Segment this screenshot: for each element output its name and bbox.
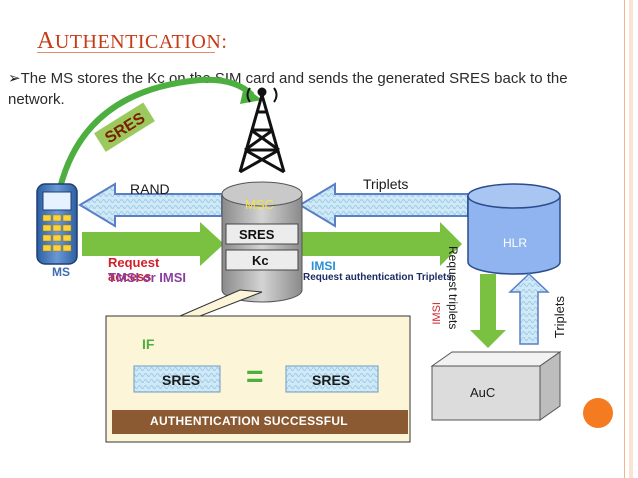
- slide-right-border: [624, 0, 638, 478]
- msc-cylinder: [221, 181, 303, 303]
- request-triplets-arrow: [470, 274, 506, 348]
- bullet-text: ➢The MS stores the Kc on the SIM card an…: [8, 68, 628, 110]
- auc-box: [430, 351, 562, 421]
- sres-left-box: [133, 365, 221, 393]
- sres-right-box: [285, 365, 379, 393]
- request-access-label: Request access: [108, 255, 160, 284]
- mobile-phone-icon: [36, 183, 78, 265]
- ms-label: MS: [52, 265, 70, 279]
- triplets-up-arrow: [508, 272, 550, 345]
- rand-label: RAND: [130, 181, 170, 197]
- sres-curve-arrow: [57, 76, 255, 189]
- imsi-vertical-label: IMSI: [431, 302, 443, 325]
- sres-right-label: SRES: [312, 372, 351, 388]
- callout-pointer: [179, 289, 263, 317]
- title-underline: [37, 52, 215, 53]
- auth-banner-label: AUTHENTICATION SUCCESSFUL: [150, 414, 348, 428]
- imsi-request-arrow: [300, 222, 462, 266]
- sres-curve-arrowhead: [240, 86, 262, 104]
- auth-banner: [112, 410, 408, 434]
- sres-curve-label-box: SRES: [94, 102, 155, 152]
- equals-sign: =: [246, 360, 264, 393]
- title-rest: UTHENTICATION:: [54, 31, 228, 53]
- slide-border-strip: [629, 0, 633, 478]
- msc-kc-label: Kc: [252, 253, 269, 268]
- hlr-label: HLR: [503, 236, 528, 250]
- cell-tower-icon: [238, 87, 286, 174]
- msc-sres-label: SRES: [239, 227, 275, 242]
- sres-left-label: SRES: [162, 372, 201, 388]
- msc-label: MSC: [245, 197, 274, 212]
- request-triplets-label: Request triplets: [446, 246, 460, 330]
- request-access-arrow: [82, 222, 224, 266]
- bullet-sentence: The MS stores the Kc on the SIM card and…: [8, 70, 568, 108]
- slide-title: AUTHENTICATION:: [37, 28, 227, 55]
- hlr-cylinder: [467, 183, 561, 275]
- auc-label: AuC: [470, 385, 496, 400]
- bullet-arrow-icon: ➢: [8, 70, 21, 87]
- orange-circle-decoration: [583, 398, 613, 428]
- triplets-top-label: Triplets: [363, 176, 409, 192]
- request-auth-triplets-label: Request authentication Triplets: [303, 272, 452, 283]
- tmsi-imsi-label: TMSI or IMSI: [108, 270, 186, 285]
- if-label: IF: [142, 336, 155, 352]
- imsi-label: IMSI: [311, 259, 336, 273]
- title-initial: A: [37, 28, 55, 54]
- triplets-vertical-label: Triplets: [552, 296, 567, 339]
